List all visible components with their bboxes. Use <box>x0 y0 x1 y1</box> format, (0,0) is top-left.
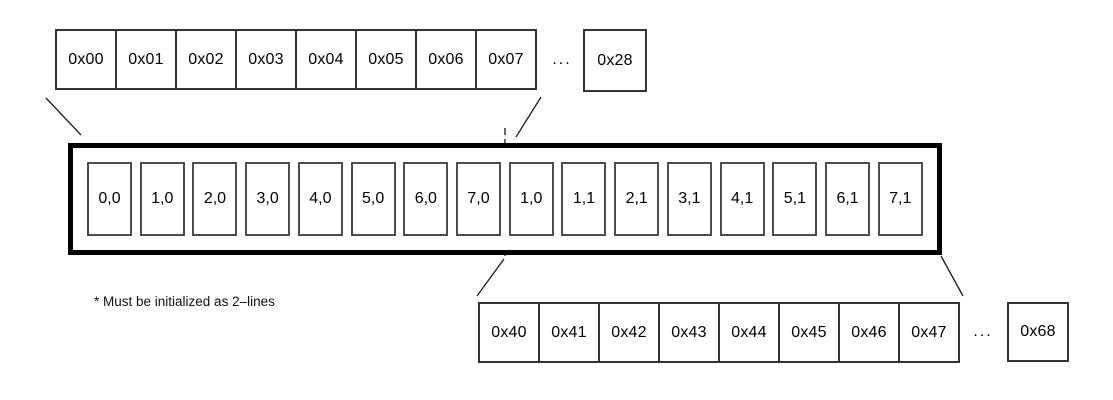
line-cell: 4,1 <box>719 162 765 236</box>
line-cell: 5,1 <box>772 162 818 236</box>
address-cell: 0x45 <box>778 302 840 363</box>
address-cell: 0x46 <box>838 302 900 363</box>
connector-top-left <box>45 97 82 136</box>
connector-bottom-left <box>476 258 505 297</box>
address-cell: 0x00 <box>55 29 117 90</box>
line-cell: 1,0 <box>139 162 185 236</box>
address-cell: 0x43 <box>658 302 720 363</box>
line-cell: 7,1 <box>877 162 923 236</box>
connector-top-right <box>515 96 542 138</box>
address-cell: 0x05 <box>355 29 417 90</box>
address-cell: 0x42 <box>598 302 660 363</box>
address-cell: 0x47 <box>898 302 960 363</box>
top-ellipsis: ... <box>552 51 572 68</box>
address-cell: 0x28 <box>583 29 647 92</box>
address-cell: 0x44 <box>718 302 780 363</box>
address-cell: 0x03 <box>235 29 297 90</box>
line-cell: 6,0 <box>403 162 449 236</box>
address-cell: 0x01 <box>115 29 177 90</box>
line-cell: 3,0 <box>245 162 291 236</box>
line-cell: 2,1 <box>614 162 660 236</box>
address-cell: 0x40 <box>478 302 540 363</box>
connector-bottom-right <box>940 255 964 297</box>
address-cell: 0x06 <box>415 29 477 90</box>
bottom-ellipsis: ... <box>973 323 993 340</box>
address-cell: 0x68 <box>1007 302 1069 362</box>
line-cell: 0,0 <box>87 162 132 236</box>
line-cell: 7,0 <box>456 162 502 236</box>
address-cell: 0x04 <box>295 29 357 90</box>
line-cell: 1,0 <box>508 162 554 236</box>
address-cell: 0x02 <box>175 29 237 90</box>
line-cell: 4,0 <box>297 162 343 236</box>
line-cell: 2,0 <box>192 162 238 236</box>
address-cell: 0x41 <box>538 302 600 363</box>
line-cell: 6,1 <box>825 162 871 236</box>
line-cell: 3,1 <box>666 162 712 236</box>
note-text: * Must be initialized as 2–lines <box>94 294 275 309</box>
line-cell: 5,0 <box>350 162 396 236</box>
line-cell: 1,1 <box>561 162 607 236</box>
address-cell: 0x07 <box>475 29 537 90</box>
